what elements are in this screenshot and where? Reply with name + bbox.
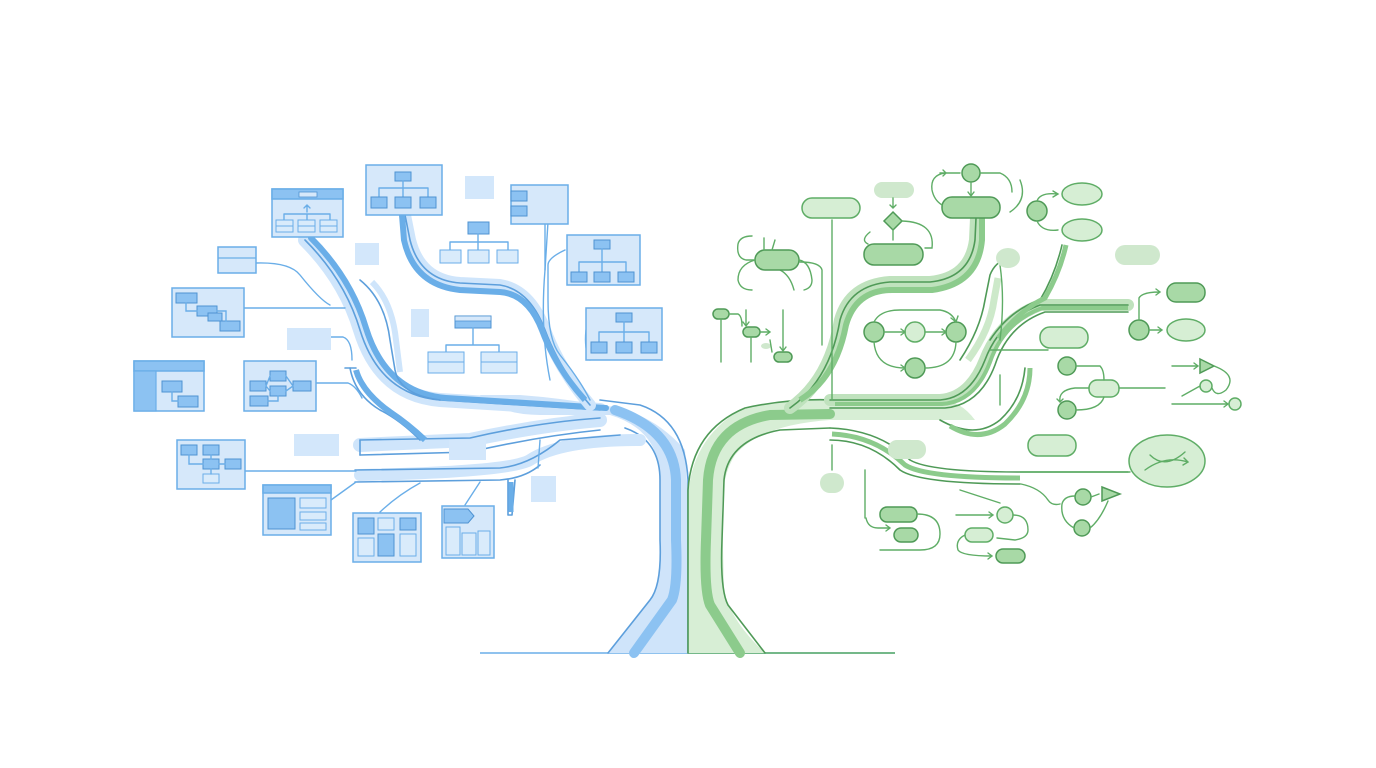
flow-circle <box>1026 200 1048 222</box>
flow-left-cluster <box>736 235 813 291</box>
flow-cycle-top <box>931 163 1013 219</box>
flow-pill <box>754 249 800 271</box>
triangle-marker <box>1199 357 1216 375</box>
left-tree-blue <box>133 164 689 658</box>
left-connectors <box>243 219 591 513</box>
soft-tile <box>531 476 556 502</box>
flow-pill <box>1088 379 1120 398</box>
flow-pill <box>801 197 861 219</box>
triangle-marker <box>1101 485 1123 503</box>
panel-arrow-layout <box>441 505 495 559</box>
soft-tile <box>287 328 331 350</box>
flow-pill <box>1166 282 1206 303</box>
flow-circle <box>904 321 926 343</box>
panel-center-tree <box>439 221 519 264</box>
flow-bottom-stack <box>865 506 941 551</box>
panel-network <box>243 360 317 412</box>
soft-tile <box>449 440 486 460</box>
flow-mini-steps <box>712 308 793 363</box>
panel-top-center <box>365 164 443 216</box>
flow-branch-nodes <box>1039 326 1166 420</box>
flow-pill <box>1039 326 1089 349</box>
flow-nodes-top <box>801 197 933 266</box>
flow-pill <box>995 548 1026 564</box>
flow-bottom-right <box>1020 434 1206 537</box>
flow-pill <box>964 527 994 543</box>
flow-circle <box>1057 400 1077 420</box>
right-trunk <box>688 399 975 653</box>
flow-circle <box>863 321 885 343</box>
panel-flow <box>171 287 245 338</box>
flow-pill <box>893 527 919 543</box>
panel-right-tree <box>566 234 641 286</box>
flow-far-right <box>1171 357 1242 411</box>
flow-circle <box>1073 519 1091 537</box>
panel-small-window <box>217 246 257 274</box>
right-tree-green <box>687 163 1242 658</box>
panel-org-chart <box>271 188 344 238</box>
panel-table-layout <box>133 360 205 412</box>
flow-circle <box>945 321 967 343</box>
soft-node <box>1115 245 1160 265</box>
panel-grid <box>352 512 422 563</box>
flow-ellipse <box>1061 218 1103 242</box>
soft-node <box>888 440 926 459</box>
flow-pill <box>941 196 1001 219</box>
soft-tile <box>355 243 379 265</box>
flow-circle <box>1128 319 1150 341</box>
panel-document <box>262 484 332 536</box>
flow-pill <box>879 506 918 523</box>
soft-tile <box>411 309 429 337</box>
left-trunk <box>480 395 688 653</box>
right-branches <box>784 212 1134 519</box>
soft-tile <box>294 434 339 456</box>
flow-pill <box>1027 434 1077 457</box>
panel-tree-inset <box>427 315 518 374</box>
flow-circle <box>1074 488 1092 506</box>
flow-ellipse <box>1061 182 1103 206</box>
flow-bottom-mid <box>955 489 1029 564</box>
flow-circle <box>961 163 981 183</box>
soft-node <box>874 182 914 198</box>
flow-circle <box>904 357 926 379</box>
panel-side-tabs <box>510 184 569 225</box>
flow-cycle-middle <box>863 309 967 379</box>
soft-node <box>820 473 844 493</box>
flow-circle <box>996 506 1014 524</box>
flow-circle <box>1057 356 1077 376</box>
soft-node <box>996 248 1020 268</box>
right-soft-nodes <box>761 182 1160 493</box>
left-soft-tiles <box>287 176 556 502</box>
flow-ellipse <box>1166 318 1206 342</box>
flow-right-top <box>1026 182 1103 242</box>
decision-diamond <box>882 210 904 232</box>
flow-right-mid <box>1128 282 1206 342</box>
soft-tile <box>465 176 494 199</box>
panel-hierarchy <box>176 439 246 490</box>
flow-pill <box>863 243 924 266</box>
panel-right-tree-2 <box>585 307 663 361</box>
